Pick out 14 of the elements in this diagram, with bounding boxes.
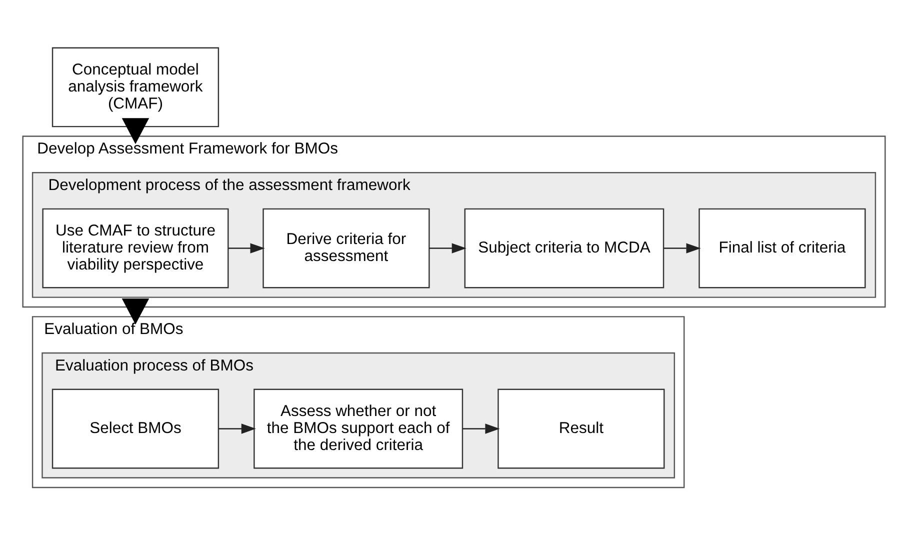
node-box: Result (498, 388, 665, 469)
arrow (122, 118, 150, 144)
arrow (664, 243, 701, 254)
arrow (228, 243, 265, 254)
node-box: Assess whether or not the BMOs support each of the derived criteria (254, 388, 464, 469)
node-box: Use CMAF to structure literature review from viability perspective (42, 208, 229, 288)
node-box: Derive criteria for assessment (262, 208, 430, 288)
node-box: Final list of criteria (698, 208, 866, 288)
arrow (462, 424, 500, 434)
arrow (122, 298, 150, 325)
arrow (218, 424, 256, 434)
node-box: Subject criteria to MCDA (464, 208, 664, 288)
node-box: Select BMOs (52, 388, 220, 469)
arrow (429, 243, 466, 254)
